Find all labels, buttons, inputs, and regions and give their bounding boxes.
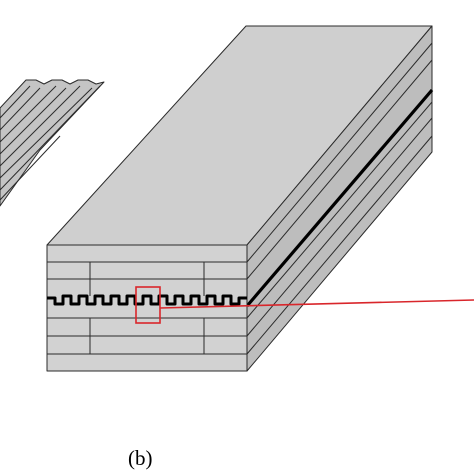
corrugation-ridge-1 [0, 85, 31, 119]
layered-beam [46, 25, 434, 372]
side-layer-line-6 [246, 135, 433, 355]
detail-leader-line [159, 299, 474, 309]
detail-callout [135, 286, 474, 324]
corrugation-ridge-4 [0, 87, 67, 155]
corrugated-sheet-body [0, 79, 105, 207]
side-layer-line-3 [245, 88, 434, 308]
side-layer-line-2 [246, 59, 433, 280]
side-layer-line-5 [246, 117, 433, 337]
side-layer-line-1 [246, 42, 433, 263]
side-layer-line-4 [246, 101, 433, 319]
corrugation-ridge-6 [0, 87, 93, 179]
corrugation-ridge-8 [0, 135, 61, 201]
corrugated-sheet-stack [0, 79, 105, 207]
detail-highlight-box [135, 286, 161, 324]
corrugation-ridge-2 [0, 87, 41, 131]
corrugation-ridge-3 [0, 85, 57, 143]
figure-caption: (b) [128, 446, 153, 470]
corrugation-ridge-7 [0, 85, 101, 191]
interlock-tooth-profile [47, 294, 247, 306]
beam-front-face [46, 244, 248, 372]
corrugation-ridge-5 [0, 85, 81, 167]
